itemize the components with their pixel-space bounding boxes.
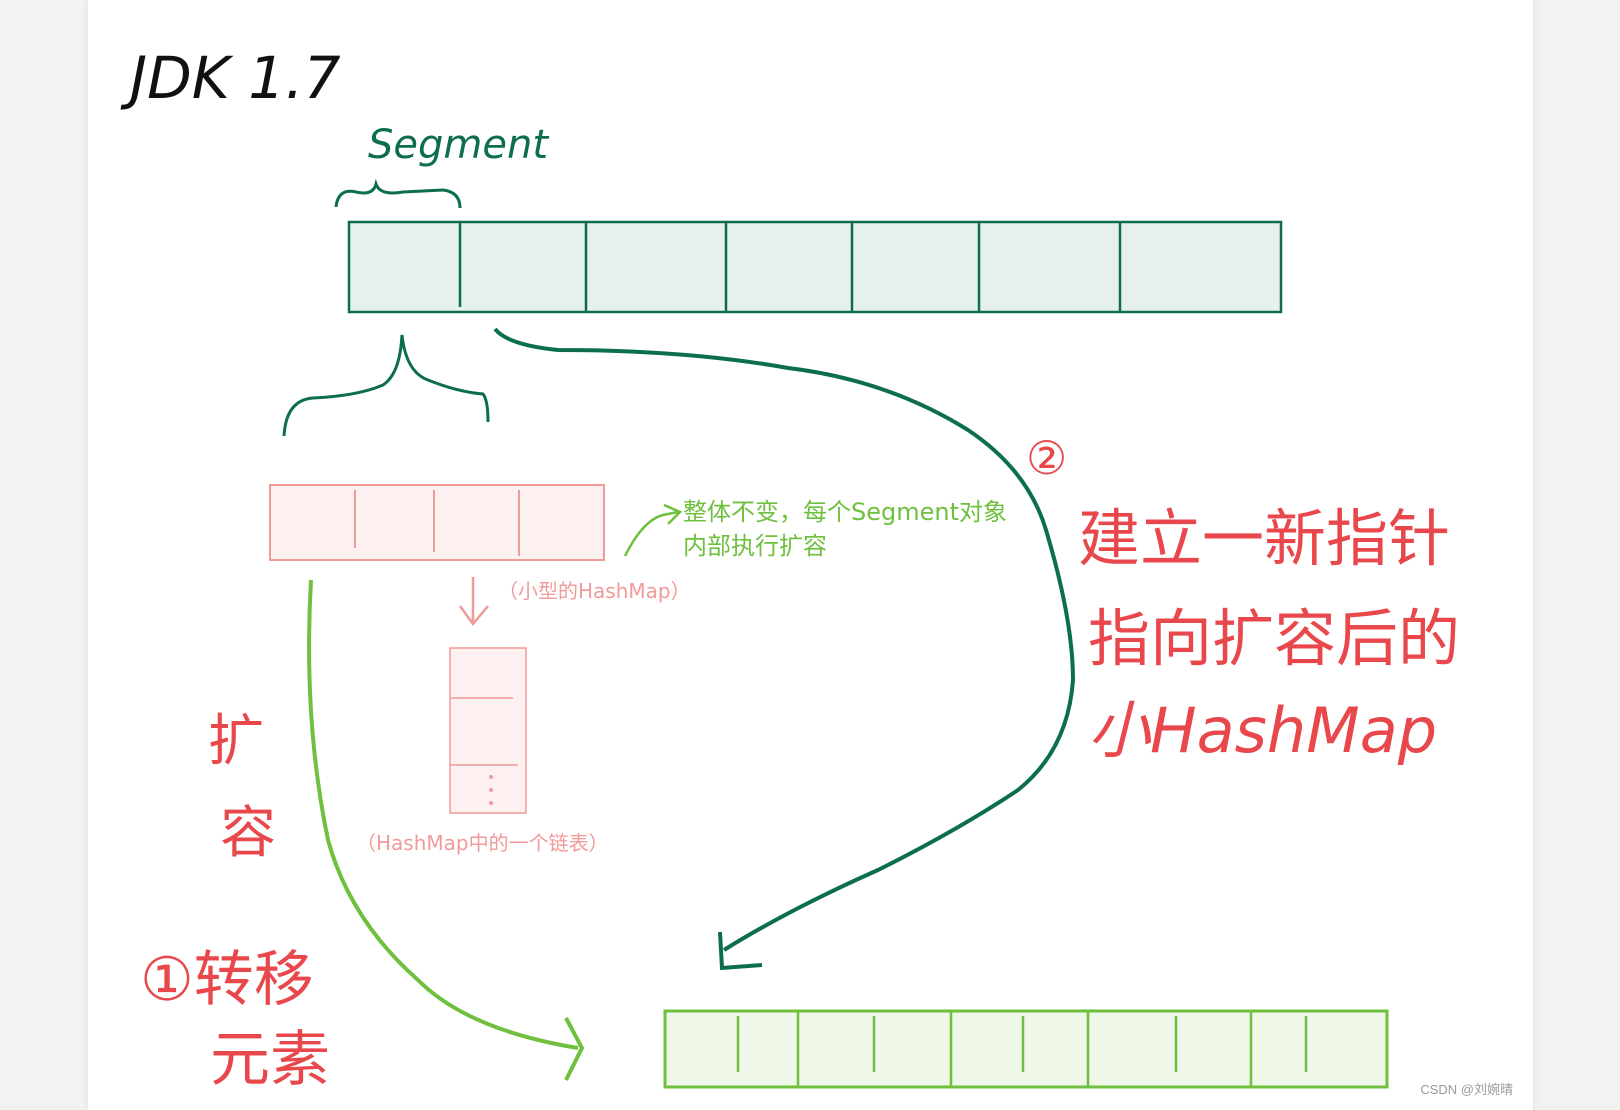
ellipsis-dot — [489, 775, 493, 779]
new-array-box — [663, 1009, 1389, 1089]
ellipsis-dot — [489, 801, 493, 805]
title: JDK 1.7 — [120, 44, 341, 112]
note-line-1: 整体不变，每个Segment对象 — [683, 498, 1007, 526]
note-line-2: 内部执行扩容 — [683, 532, 827, 560]
step2-mark: ② — [1026, 431, 1067, 485]
diagram-page: JDK 1.7 Segment 整体不变，每个Segment对象 内部执行扩容 … — [88, 0, 1533, 1110]
linked-list — [449, 647, 527, 814]
transfer-arrowhead — [564, 1017, 585, 1081]
step1-label-1: ①转移 — [140, 945, 314, 1015]
ellipsis-dot — [489, 788, 493, 792]
new-array — [663, 1009, 1389, 1089]
segment-brace — [334, 178, 462, 209]
new-pointer-arrowhead — [718, 931, 763, 971]
step2-label-3: 小HashMap — [1088, 694, 1437, 767]
step1-label-2: 元素 — [210, 1025, 330, 1095]
expand-label-2: 容 — [220, 801, 276, 866]
small-hashmap-box — [269, 484, 605, 561]
step2-label-2: 指向扩容后的 — [1088, 602, 1460, 675]
diagram-canvas: JDK 1.7 Segment 整体不变，每个Segment对象 内部执行扩容 … — [120, 44, 1460, 1095]
small-hashmap-array — [269, 484, 605, 561]
segment-array — [347, 220, 1283, 314]
small-hashmap-note: （小型的HashMap） — [498, 579, 691, 603]
down-arrow — [458, 577, 489, 627]
expand-label-1: 扩 — [208, 709, 264, 774]
note-pointer-arrow — [623, 503, 683, 557]
segment-expand-bracket — [282, 334, 490, 437]
segment-label: Segment — [368, 122, 549, 168]
watermark: CSDN @刘婉晴 — [1420, 1082, 1513, 1097]
linked-list-note: （HashMap中的一个链表） — [356, 831, 609, 855]
linked-list-box — [449, 647, 527, 814]
step2-label-1: 建立一新指针 — [1078, 502, 1450, 575]
new-pointer-arrow — [493, 327, 1076, 952]
transfer-arrow — [307, 579, 579, 1050]
segment-array-box — [347, 220, 1283, 314]
